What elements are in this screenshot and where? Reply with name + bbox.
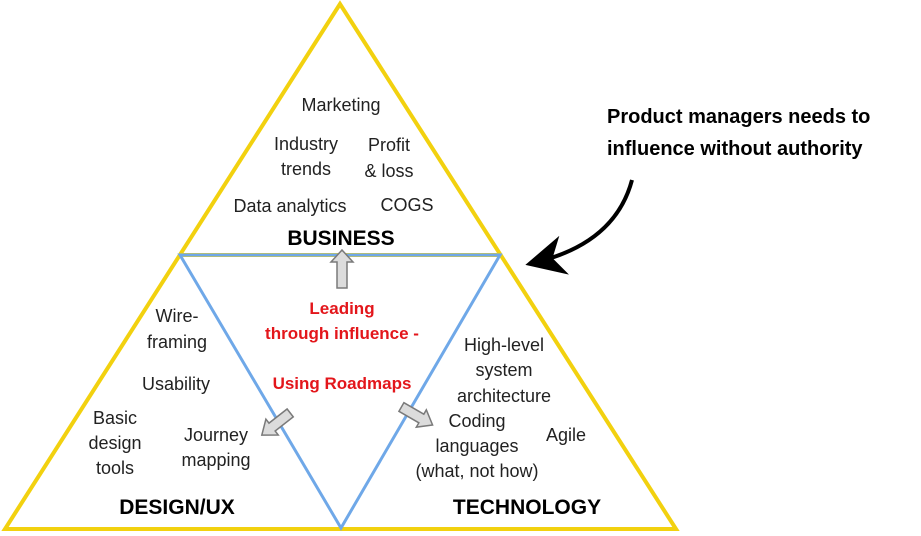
design-journey-line2: mapping	[181, 450, 250, 470]
design-journey-line1: Journey	[184, 425, 248, 445]
tech-coding-line2: languages	[435, 436, 518, 456]
design-usability: Usability	[142, 374, 210, 394]
curved-arrow-icon	[525, 179, 634, 275]
tech-agile: Agile	[546, 425, 586, 445]
business-heading: BUSINESS	[287, 227, 394, 250]
design-heading: DESIGN/UX	[119, 496, 235, 519]
design-basic-line1: Basic	[93, 408, 137, 428]
center-line-3: Using Roadmaps	[273, 374, 412, 393]
business-marketing: Marketing	[301, 95, 380, 115]
tech-architecture-line3: architecture	[457, 386, 551, 406]
business-profit-line1: Profit	[368, 135, 410, 155]
business-data-analytics: Data analytics	[233, 196, 346, 216]
tech-architecture-line2: system	[475, 360, 532, 380]
tech-architecture-line1: High-level	[464, 335, 544, 355]
design-wireframing-line1: Wire-	[156, 306, 199, 326]
technology-heading: TECHNOLOGY	[453, 496, 601, 519]
arrow-down-right-icon	[397, 401, 434, 429]
business-industry-line1: Industry	[274, 134, 338, 154]
arrow-down-left-icon	[260, 407, 295, 436]
tech-coding-line1: Coding	[448, 411, 505, 431]
business-profit-line2: & loss	[364, 161, 413, 181]
business-industry-line2: trends	[281, 159, 331, 179]
arrow-up-icon	[329, 248, 355, 289]
tech-coding-line3: (what, not how)	[415, 461, 538, 481]
design-basic-line2: design	[88, 433, 141, 453]
callout-line-1: Product managers needs to	[607, 106, 870, 128]
design-wireframing-line2: framing	[147, 332, 207, 352]
business-cogs: COGS	[380, 195, 433, 215]
center-line-1: Leading	[309, 299, 374, 318]
design-basic-line3: tools	[96, 458, 134, 478]
callout-line-2: influence without authority	[607, 138, 863, 160]
center-line-2: through influence -	[265, 324, 419, 343]
